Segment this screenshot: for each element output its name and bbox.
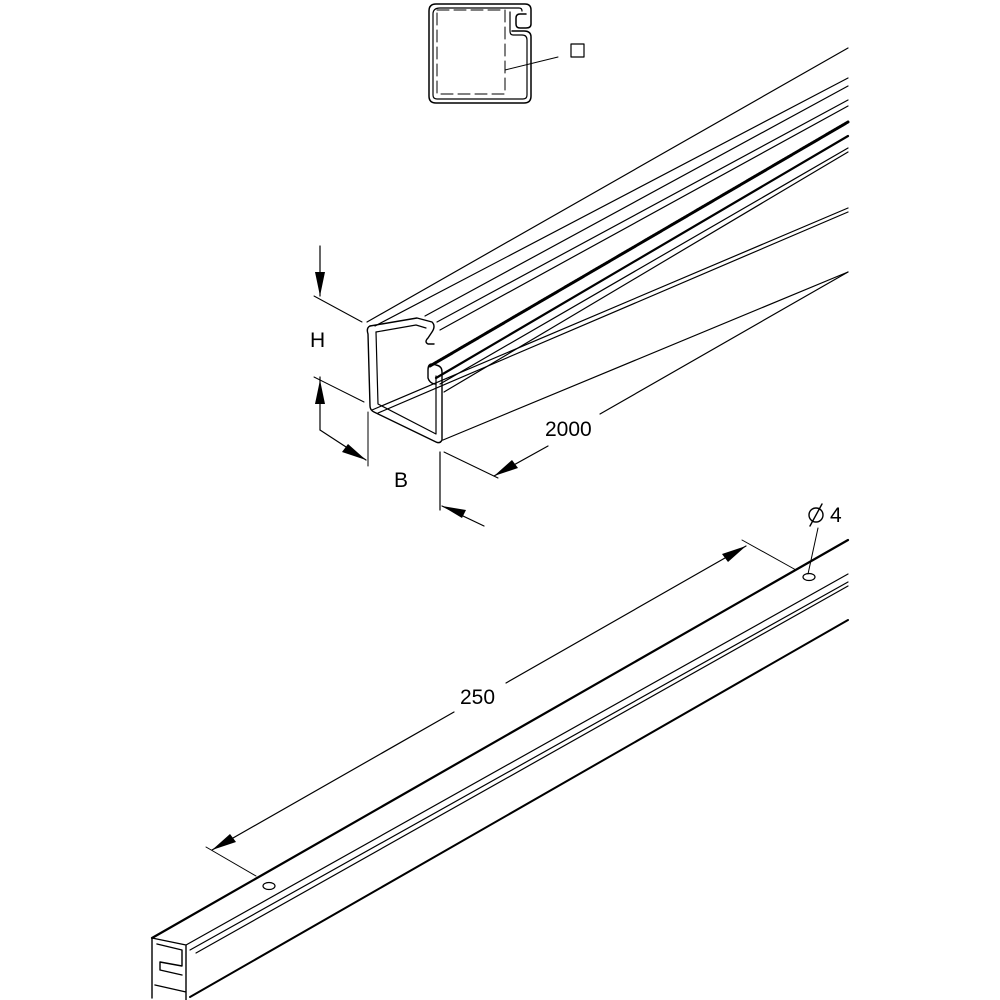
- square-symbol-icon: [570, 43, 585, 58]
- label-height: H: [310, 329, 326, 352]
- label-hole-spacing: 250: [460, 686, 496, 709]
- dimension-hole-spacing: [205, 539, 797, 877]
- arrow-left-icon: [442, 506, 466, 518]
- arrow-right-icon: [342, 444, 366, 460]
- arrow-down-icon: [315, 272, 325, 296]
- mounting-hole-icon: [802, 572, 816, 582]
- label-width: B: [394, 469, 409, 492]
- arrow-down-left-icon: [212, 834, 236, 850]
- dimension-height: [313, 245, 365, 431]
- arrow-up-icon: [315, 380, 325, 404]
- dimension-length: [443, 271, 849, 479]
- diameter-symbol-icon: [808, 507, 824, 523]
- arrow-down-left-icon: [494, 460, 518, 476]
- mounting-hole-icon: [262, 881, 276, 891]
- dimension-width: [319, 411, 485, 527]
- label-length: 2000: [545, 418, 592, 441]
- lower-trunking-profile: [150, 538, 850, 1000]
- label-hole-diameter: 4: [830, 504, 842, 527]
- upper-trunking-profile: [366, 47, 850, 444]
- dimension-hole-diameter: [807, 503, 824, 575]
- cross-section-detail: [428, 3, 585, 104]
- arrow-up-right-icon: [722, 546, 746, 562]
